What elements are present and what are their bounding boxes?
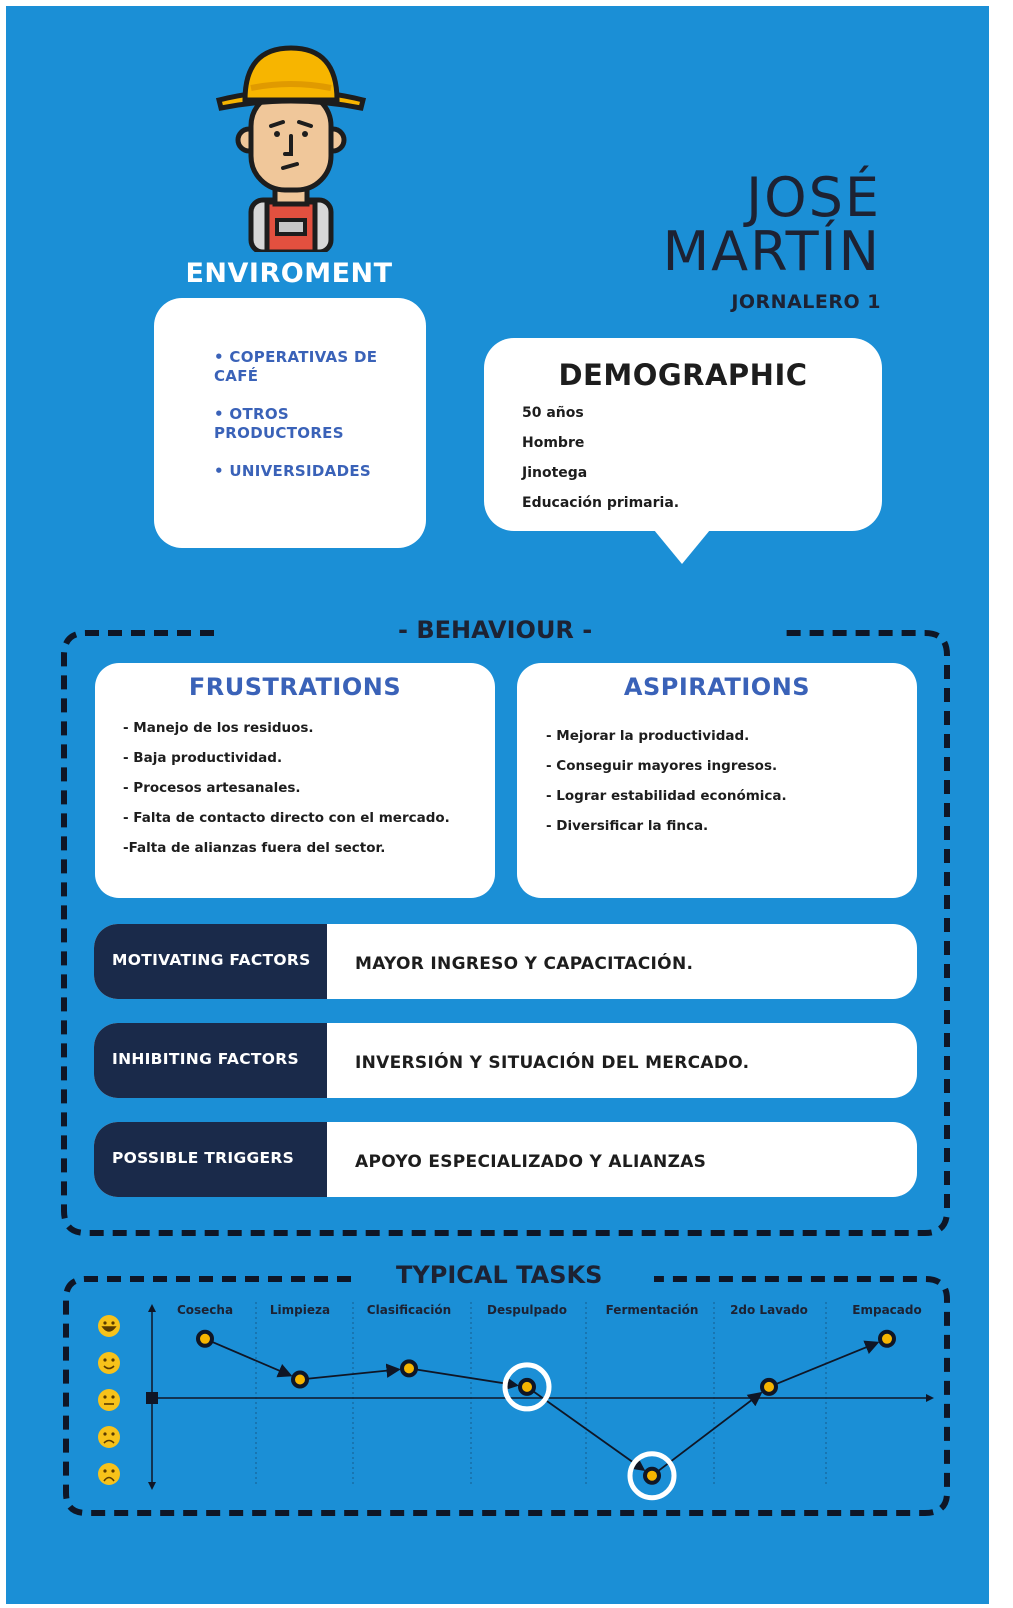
demographic-item: Jinotega bbox=[522, 465, 588, 481]
stage-label: Despulpado bbox=[486, 1303, 567, 1317]
motivating-factors-value: MAYOR INGRESO Y CAPACITACIÓN. bbox=[355, 954, 694, 974]
very-happy-face-icon bbox=[98, 1315, 120, 1337]
frustration-item: - Baja productividad. bbox=[123, 750, 283, 766]
highlight-ring bbox=[627, 1451, 677, 1501]
inhibiting-factors-label: INHIBITING FACTORS bbox=[94, 1023, 327, 1098]
demographic-list: 50 años Hombre Jinotega Educación primar… bbox=[522, 404, 679, 524]
journey-point bbox=[643, 1466, 661, 1485]
neutral-face-icon bbox=[98, 1389, 120, 1411]
behaviour-dashed-frame bbox=[61, 630, 950, 1516]
aspirations-title: ASPIRATIONS bbox=[623, 673, 811, 701]
frustration-item: - Procesos artesanales. bbox=[123, 780, 301, 796]
possible-triggers-row: POSSIBLE TRIGGERS APOYO ESPECIALIZADO Y … bbox=[94, 1122, 917, 1197]
frustration-item: - Falta de contacto directo con el merca… bbox=[123, 810, 450, 826]
journey-point bbox=[400, 1359, 418, 1378]
stage-label: Empacado bbox=[852, 1303, 922, 1317]
aspiration-item: - Conseguir mayores ingresos. bbox=[546, 758, 778, 774]
persona-canvas: ENVIROMENT • COPERATIVAS DE CAFÉ • OTROS… bbox=[6, 6, 989, 1604]
aspiration-item: - Mejorar la productividad. bbox=[546, 728, 750, 744]
journey-segment bbox=[299, 1363, 401, 1381]
journey-point bbox=[196, 1329, 214, 1348]
speech-bubble-tail bbox=[654, 530, 710, 564]
sad-face-icon bbox=[98, 1426, 120, 1448]
environment-list: • COPERATIVAS DE CAFÉ • OTROS PRODUCTORE… bbox=[214, 348, 414, 500]
frustration-item: - Manejo de los residuos. bbox=[123, 720, 314, 736]
stage-label: Limpieza bbox=[269, 1303, 331, 1317]
journey-point bbox=[760, 1377, 778, 1396]
environment-item: • UNIVERSIDADES bbox=[214, 462, 371, 480]
journey-origin-marker bbox=[146, 1392, 158, 1404]
farmer-avatar-icon bbox=[215, 45, 367, 252]
journey-point bbox=[518, 1377, 536, 1396]
journey-segment bbox=[408, 1367, 519, 1391]
persona-role: JORNALERO 1 bbox=[731, 291, 881, 313]
inhibiting-factors-value: INVERSIÓN Y SITUACIÓN DEL MERCADO. bbox=[355, 1053, 750, 1073]
highlight-ring bbox=[502, 1362, 552, 1412]
journey-point bbox=[291, 1370, 309, 1389]
persona-last-name: MARTÍN bbox=[662, 220, 881, 283]
environment-item: • OTROS PRODUCTORES bbox=[214, 405, 344, 442]
stage-label: Fermentación bbox=[605, 1303, 699, 1317]
stage-label: Clasificación bbox=[366, 1303, 452, 1317]
demographic-title: DEMOGRAPHIC bbox=[558, 358, 808, 392]
environment-card: • COPERATIVAS DE CAFÉ • OTROS PRODUCTORE… bbox=[154, 298, 426, 548]
persona-first-name: JOSÉ bbox=[746, 166, 881, 229]
demographic-card: DEMOGRAPHIC 50 años Hombre Jinotega Educ… bbox=[484, 338, 882, 531]
aspiration-item: - Lograr estabilidad económica. bbox=[546, 788, 787, 804]
journey-y-axis-top-arrow bbox=[148, 1304, 156, 1312]
journey-point bbox=[878, 1329, 896, 1348]
very-sad-face-icon bbox=[98, 1463, 120, 1485]
environment-item: • COPERATIVAS DE CAFÉ bbox=[214, 348, 378, 385]
aspirations-list: - Mejorar la productividad. - Conseguir … bbox=[546, 727, 787, 847]
frustrations-title: FRUSTRATIONS bbox=[188, 673, 402, 701]
inhibiting-factors-row: INHIBITING FACTORS INVERSIÓN Y SITUACIÓN… bbox=[94, 1023, 917, 1098]
demographic-item: Educación primaria. bbox=[522, 495, 680, 511]
journey-segment bbox=[768, 1340, 880, 1388]
journey-segment bbox=[204, 1337, 293, 1378]
frustrations-card: FRUSTRATIONS - Manejo de los residuos. -… bbox=[95, 663, 495, 898]
frustration-item: -Falta de alianzas fuera del sector. bbox=[123, 840, 386, 856]
environment-title: ENVIROMENT bbox=[185, 258, 393, 289]
possible-triggers-label: POSSIBLE TRIGGERS bbox=[94, 1122, 327, 1197]
typical-tasks-title: TYPICAL TASKS bbox=[386, 1261, 613, 1289]
aspirations-card: ASPIRATIONS - Mejorar la productividad. … bbox=[517, 663, 917, 898]
possible-triggers-value: APOYO ESPECIALIZADO Y ALIANZAS bbox=[355, 1152, 707, 1172]
journey-x-axis-arrow bbox=[926, 1394, 934, 1402]
aspiration-item: - Diversificar la finca. bbox=[546, 818, 709, 834]
stage-label: Cosecha bbox=[176, 1303, 234, 1317]
demographic-item: 50 años bbox=[522, 405, 584, 421]
demographic-item: Hombre bbox=[522, 435, 585, 451]
motivating-factors-row: MOTIVATING FACTORS MAYOR INGRESO Y CAPAC… bbox=[94, 924, 917, 999]
stage-label: 2do Lavado bbox=[730, 1303, 808, 1317]
frustrations-list: - Manejo de los residuos. - Baja product… bbox=[123, 719, 450, 869]
motivating-factors-label: MOTIVATING FACTORS bbox=[94, 924, 327, 999]
happy-face-icon bbox=[98, 1352, 120, 1374]
behaviour-title: - BEHAVIOUR - bbox=[388, 616, 603, 644]
journey-chart bbox=[98, 1302, 934, 1501]
journey-y-axis-bottom-arrow bbox=[148, 1482, 156, 1490]
